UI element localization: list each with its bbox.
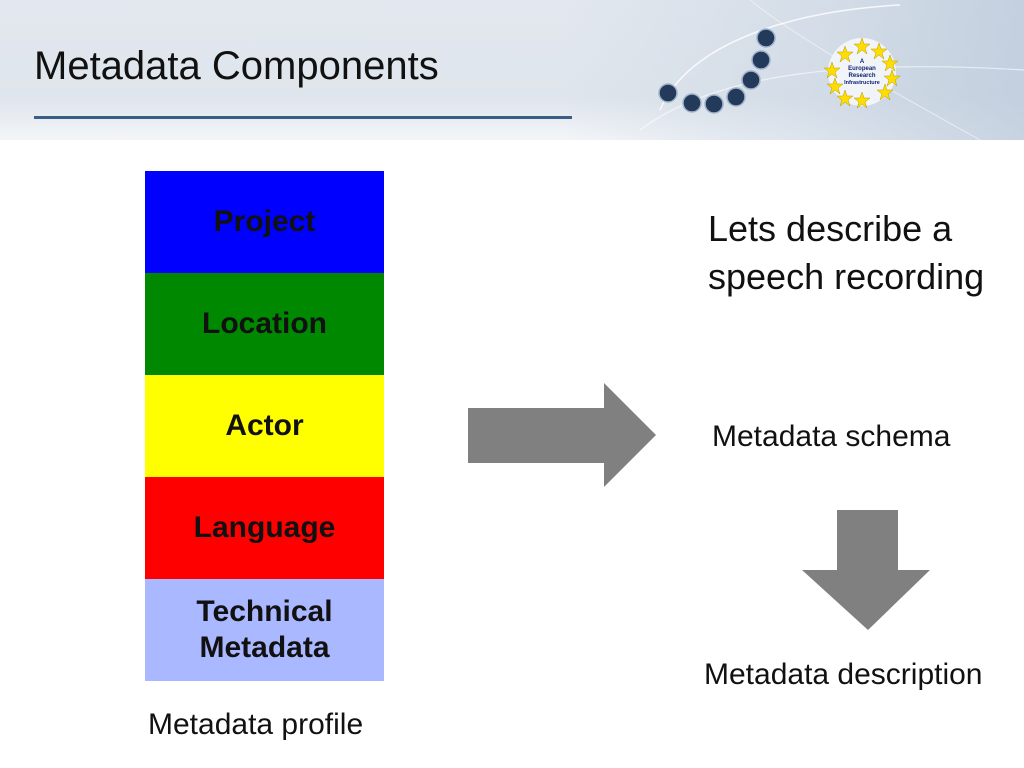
describe-line-2: speech recording — [708, 256, 985, 297]
profile-block-location: Location — [145, 273, 384, 375]
slide-title: Metadata Components — [34, 44, 439, 88]
title-underline — [34, 116, 572, 119]
metadata-profile-stack: Project Location Actor Language Technica… — [145, 171, 384, 681]
logo-text-line: Infrastructure — [844, 80, 880, 86]
profile-block-technical-metadata: Technical Metadata — [145, 579, 384, 681]
profile-block-actor: Actor — [145, 375, 384, 477]
profile-block-label: Language — [193, 511, 336, 544]
star-ring-icon — [823, 37, 901, 109]
profile-block-label: Actor — [225, 409, 304, 442]
profile-block-label-line1: Technical — [196, 595, 333, 628]
profile-block-language: Language — [145, 477, 384, 579]
metadata-description-label: Metadata description — [704, 658, 983, 691]
logo-text-line: A — [860, 59, 865, 65]
describe-line-1: Lets describe a — [708, 208, 953, 249]
logo-text-line: Research — [848, 73, 875, 79]
logo-text-line: European — [848, 66, 876, 72]
research-infrastructure-logo: A European Research Infrastructure — [823, 37, 901, 109]
dot-chain-icon — [658, 28, 776, 114]
header-decoration: A European Research Infrastructure — [639, 0, 1024, 140]
profile-block-label-line2: Metadata — [199, 631, 330, 664]
metadata-schema-label: Metadata schema — [712, 420, 951, 453]
map-arc-line — [659, 4, 901, 111]
right-arrow-icon — [468, 383, 656, 487]
profile-block-label: Location — [202, 307, 327, 340]
map-arc-line — [639, 66, 1024, 131]
profile-block-label: Project — [213, 205, 316, 238]
profile-block-project: Project — [145, 171, 384, 273]
profile-caption: Metadata profile — [148, 708, 364, 741]
down-arrow-icon — [802, 510, 930, 630]
